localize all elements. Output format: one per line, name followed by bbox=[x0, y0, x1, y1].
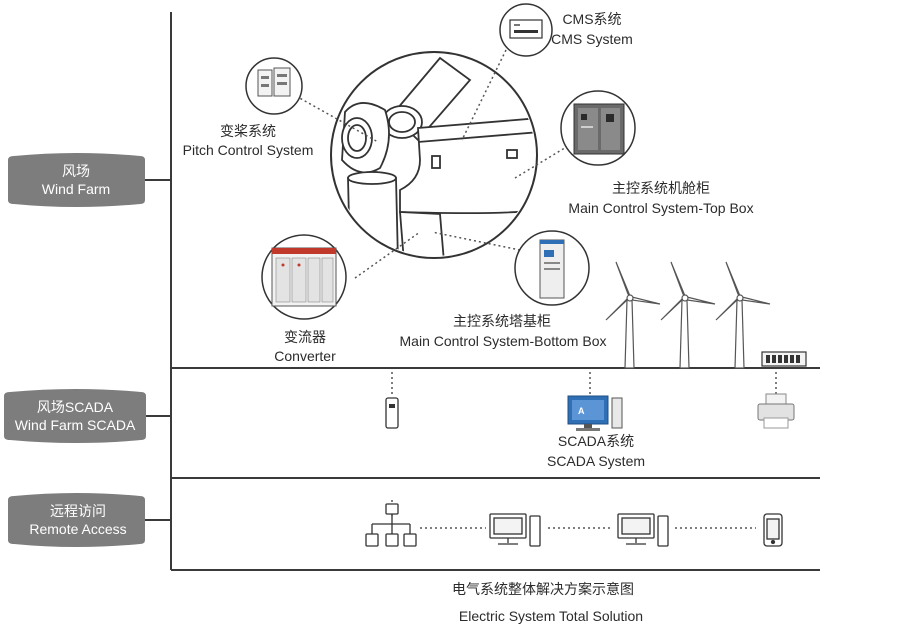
cms-label-cn: CMS系统 bbox=[562, 11, 621, 27]
frame-lines bbox=[145, 12, 820, 571]
pitch-control-icon bbox=[245, 57, 303, 115]
converter-label-cn: 变流器 bbox=[284, 329, 326, 345]
pitch-label-en: Pitch Control System bbox=[183, 142, 314, 158]
tab-remote-access[interactable]: 远程访问 Remote Access bbox=[8, 493, 145, 547]
nacelle-detail-circle bbox=[330, 51, 538, 259]
top-box-label-en: Main Control System-Top Box bbox=[568, 200, 753, 216]
bottom-box-label-cn: 主控系统塔基柜 bbox=[453, 313, 551, 329]
tab-scada[interactable]: 风场SCADA Wind Farm SCADA bbox=[4, 389, 146, 443]
bottom-box-icon bbox=[514, 230, 590, 306]
network-topology-icon bbox=[365, 503, 417, 547]
tab-remote-en: Remote Access bbox=[29, 521, 126, 537]
scada-label-cn: SCADA系统 bbox=[558, 433, 634, 449]
dotted-connectors bbox=[295, 49, 777, 529]
tab-wind-farm[interactable]: 风场 Wind Farm bbox=[8, 153, 145, 207]
scada-label-en: SCADA System bbox=[547, 453, 645, 469]
caption-en: Electric System Total Solution bbox=[459, 608, 643, 624]
wind-turbine-icon bbox=[660, 261, 716, 369]
usb-storage-icon bbox=[385, 397, 399, 429]
converter-icon bbox=[261, 234, 347, 320]
desktop-computer-icon bbox=[489, 513, 541, 547]
caption-cn: 电气系统整体解决方案示意图 bbox=[452, 581, 634, 597]
tab-remote-cn: 远程访问 bbox=[50, 503, 106, 519]
svg-text:A: A bbox=[578, 406, 585, 416]
wind-turbine-icon bbox=[605, 261, 661, 369]
scada-workstation-icon: A bbox=[567, 395, 623, 431]
printer-icon bbox=[757, 393, 795, 429]
wind-turbine-icon bbox=[715, 261, 771, 369]
tab-scada-en: Wind Farm SCADA bbox=[15, 417, 136, 433]
top-box-icon bbox=[560, 90, 636, 166]
converter-label-en: Converter bbox=[274, 348, 336, 364]
desktop-computer-icon bbox=[617, 513, 669, 547]
tab-wind-farm-en: Wind Farm bbox=[42, 181, 110, 197]
tab-scada-cn: 风场SCADA bbox=[37, 399, 114, 415]
bottom-box-label-en: Main Control System-Bottom Box bbox=[400, 333, 607, 349]
network-switch-icon bbox=[761, 351, 807, 367]
top-box-label-cn: 主控系统机舱柜 bbox=[612, 180, 710, 196]
tab-wind-farm-cn: 风场 bbox=[62, 163, 90, 179]
cms-label-en: CMS System bbox=[551, 31, 633, 47]
pitch-label-cn: 变桨系统 bbox=[220, 123, 276, 139]
cms-system-icon bbox=[499, 3, 553, 57]
mobile-phone-icon bbox=[763, 513, 783, 547]
